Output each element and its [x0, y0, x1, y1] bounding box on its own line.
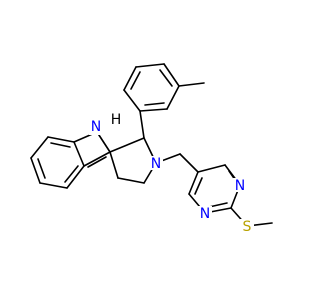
nh-hydrogen-label: H — [111, 112, 122, 128]
atom-labels: H N N N N S — [89, 112, 254, 235]
tolyl-ring — [123, 63, 205, 139]
indole-benzene-ring — [30, 136, 85, 189]
ring-nitrogen-label: N — [151, 156, 161, 172]
nh-nitrogen-label: N — [91, 119, 101, 135]
sulfur-label: S — [243, 219, 252, 235]
pyrimidine-nitrogen-top-label: N — [235, 178, 245, 194]
pyrimidine-ring — [155, 153, 273, 227]
indole-pyrrole-ring — [73, 131, 111, 168]
pyrimidine-nitrogen-bottom-label: N — [200, 206, 210, 222]
molecule-drawing: H N N N N S — [30, 63, 273, 235]
tetrahydropyridine-ring — [96, 131, 157, 184]
